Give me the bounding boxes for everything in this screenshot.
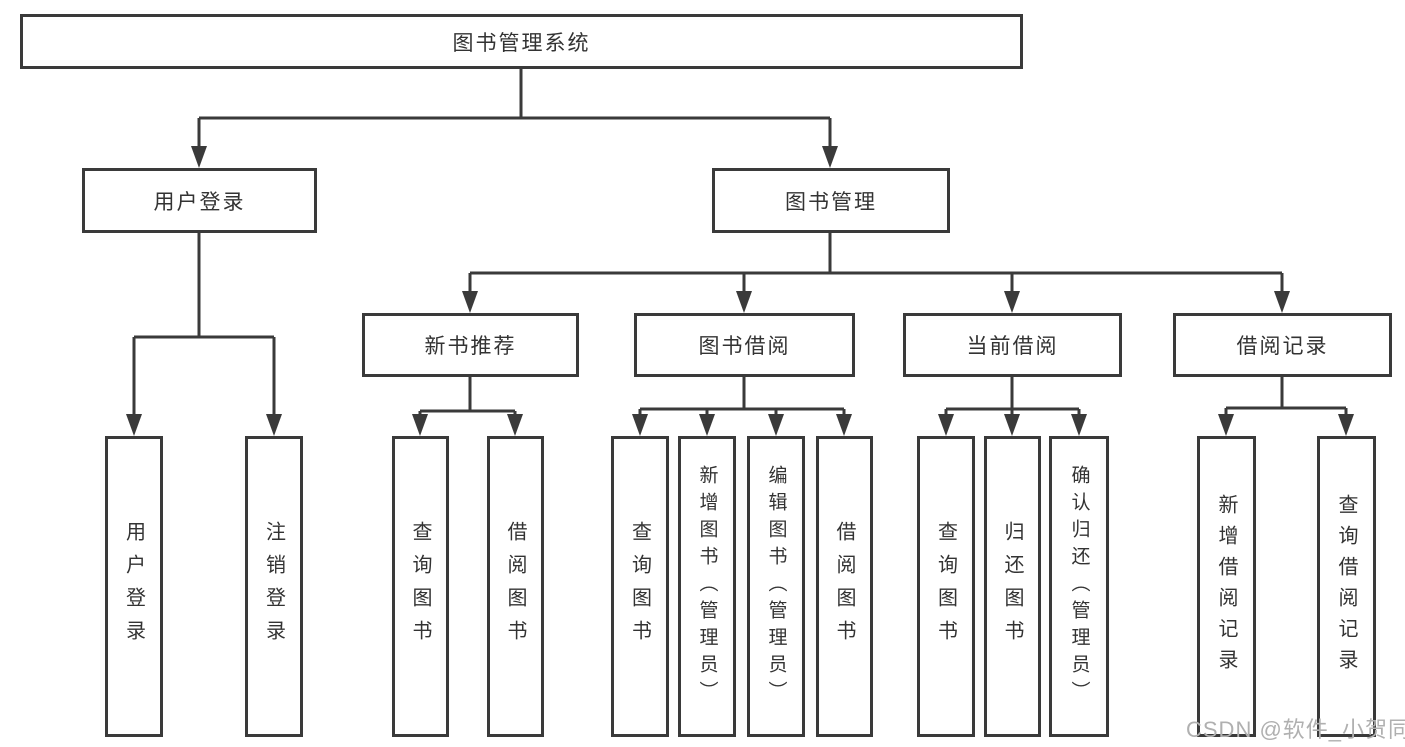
connector-new-book-split (418, 377, 517, 420)
node-current-borrow: 当前借阅 (903, 313, 1122, 377)
arrowhead-icon (938, 414, 954, 436)
node-library-management-system: 图书管理系统 (20, 14, 1023, 69)
leaf-query-books-borrow: 查询图书 (611, 436, 669, 737)
node-borrow-record: 借阅记录 (1173, 313, 1392, 377)
arrowhead-icon (507, 414, 523, 436)
leaf-query-books-recommend: 查询图书 (392, 436, 449, 737)
leaf-logout: 注销登录 (245, 436, 303, 737)
node-book-borrow: 图书借阅 (634, 313, 855, 377)
arrowhead-icon (699, 414, 715, 436)
connector-borrow-record-split (1224, 377, 1348, 420)
leaf-borrow-books: 借阅图书 (816, 436, 873, 737)
arrowhead-icon (191, 146, 207, 168)
leaf-query-borrow-record: 查询借阅记录 (1317, 436, 1376, 737)
connector-book-mgmt-split (468, 233, 1284, 295)
arrowhead-icon (836, 414, 852, 436)
arrowhead-icon (1338, 414, 1354, 436)
leaf-borrow-books-recommend: 借阅图书 (487, 436, 544, 737)
arrowhead-icon (736, 291, 752, 313)
leaf-edit-books-admin: 编辑图书（管理员） (747, 436, 805, 737)
arrowhead-icon (462, 291, 478, 313)
connector-user-login-split (132, 233, 276, 418)
arrowhead-icon (1274, 291, 1290, 313)
leaf-add-borrow-record: 新增借阅记录 (1197, 436, 1256, 737)
connector-current-borrow-split (944, 377, 1081, 420)
watermark: CSDN @软件_小贺同学 (1186, 717, 1405, 742)
arrowhead-icon (266, 414, 282, 436)
leaf-confirm-return-admin: 确认归还（管理员） (1049, 436, 1109, 737)
node-new-book-recommend: 新书推荐 (362, 313, 579, 377)
arrowhead-icon (126, 414, 142, 436)
connector-book-borrow-split (638, 377, 846, 420)
arrowhead-icon (1004, 414, 1020, 436)
node-book-management: 图书管理 (712, 168, 950, 233)
arrowheads (126, 146, 1354, 436)
arrowhead-icon (632, 414, 648, 436)
leaf-query-books-current: 查询图书 (917, 436, 975, 737)
arrowhead-icon (822, 146, 838, 168)
leaf-add-books-admin: 新增图书（管理员） (678, 436, 736, 737)
arrowhead-icon (1004, 291, 1020, 313)
node-user-login: 用户登录 (82, 168, 317, 233)
leaf-return-books: 归还图书 (984, 436, 1041, 737)
arrowhead-icon (412, 414, 428, 436)
arrowhead-icon (768, 414, 784, 436)
connector-root-split (197, 69, 832, 150)
arrowhead-icon (1218, 414, 1234, 436)
arrowhead-icon (1071, 414, 1087, 436)
leaf-user-login: 用户登录 (105, 436, 163, 737)
